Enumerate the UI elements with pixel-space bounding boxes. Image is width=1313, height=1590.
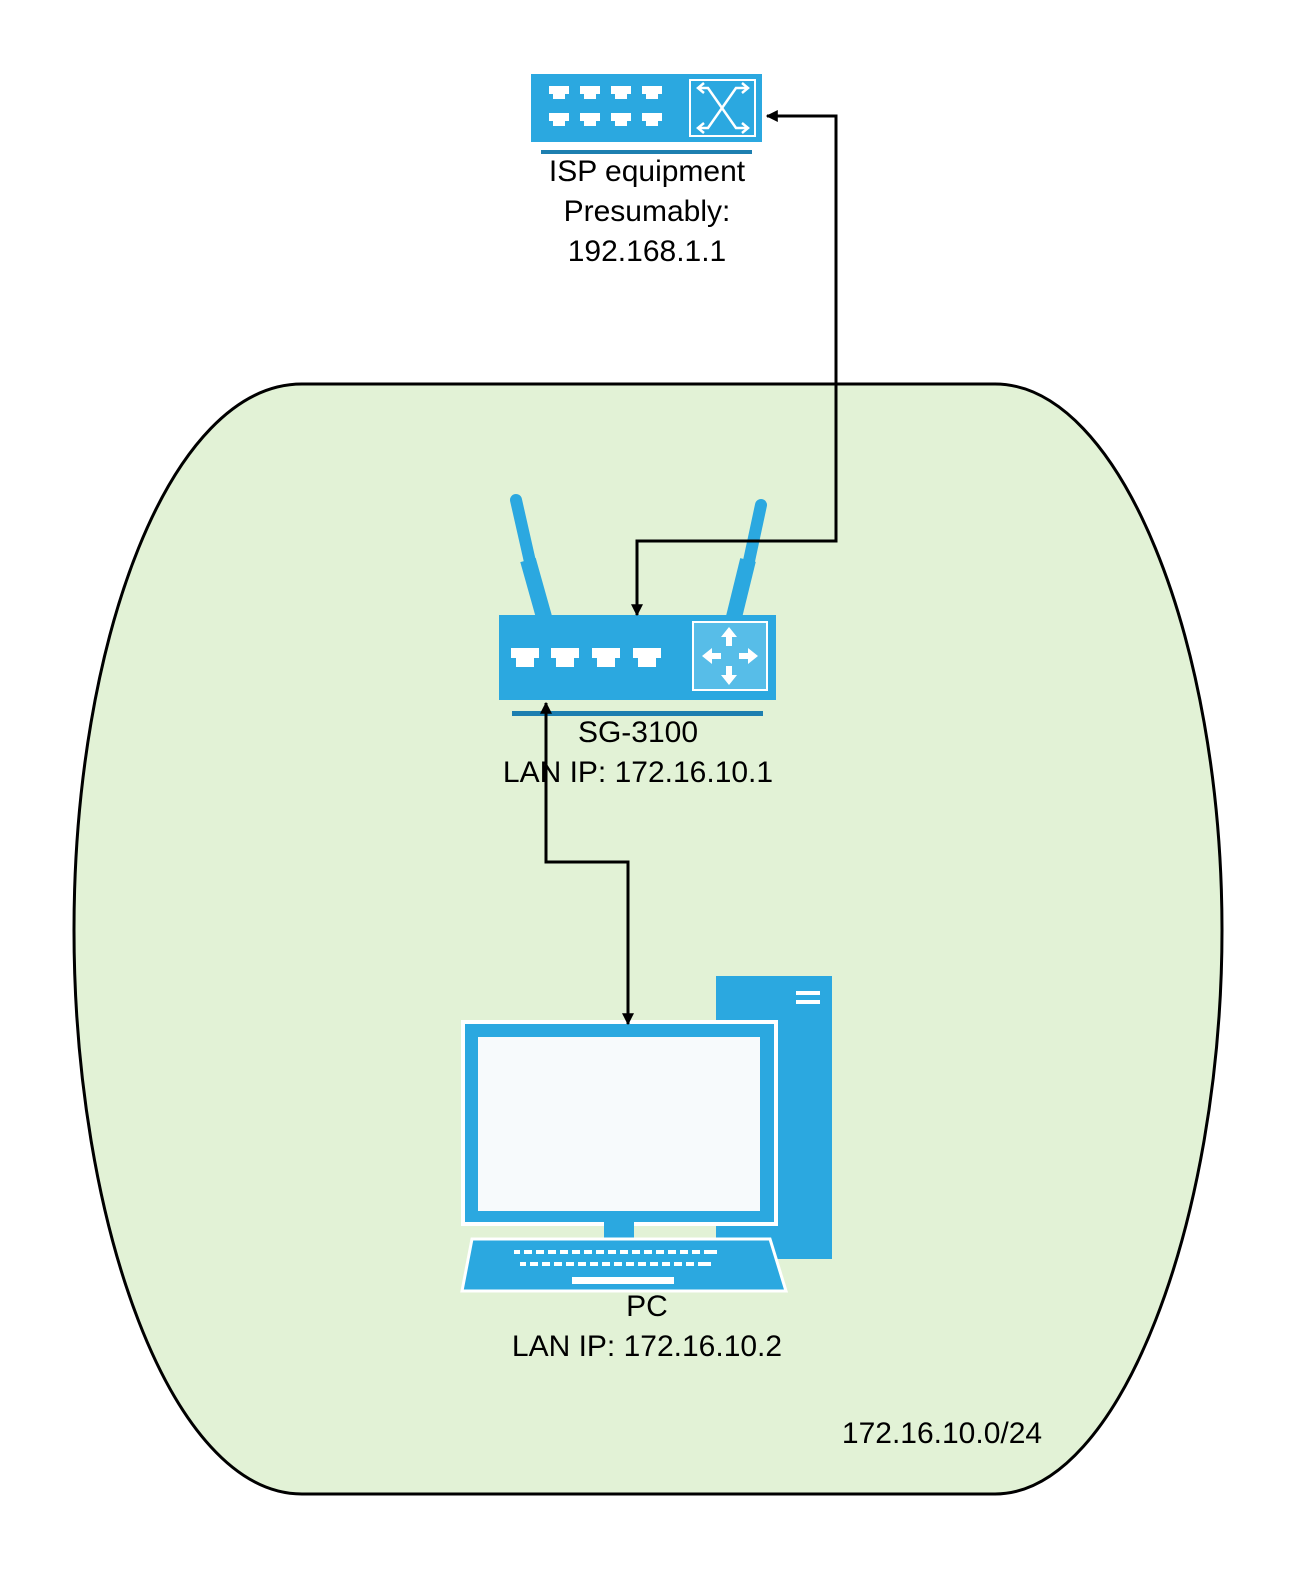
router-label: SG-3100 LAN IP: 172.16.10.1 — [438, 713, 838, 793]
isp-label-line-2: Presumably: — [563, 195, 731, 228]
isp-label-line-1: ISP equipment — [548, 155, 746, 188]
router-label-line-1: SG-3100 — [577, 716, 699, 749]
pc-label-line-1: PC — [626, 1290, 668, 1323]
subnet-label: 172.16.10.0/24 — [841, 1417, 1043, 1450]
pc-label: PC LAN IP: 172.16.10.2 — [447, 1287, 847, 1367]
pc-label-line-2: LAN IP: 172.16.10.2 — [511, 1330, 783, 1363]
lan-zone — [72, 382, 1224, 1496]
network-switch-icon — [531, 74, 762, 154]
isp-label-line-3: 192.168.1.1 — [567, 235, 727, 268]
router-label-line-2: LAN IP: 172.16.10.1 — [502, 756, 774, 789]
connector-router-isp — [631, 110, 838, 617]
isp-equipment-label: ISP equipment Presumably: 192.168.1.1 — [497, 152, 797, 272]
connector-router-pc — [540, 701, 634, 1026]
desktop-computer-icon — [460, 976, 832, 1293]
